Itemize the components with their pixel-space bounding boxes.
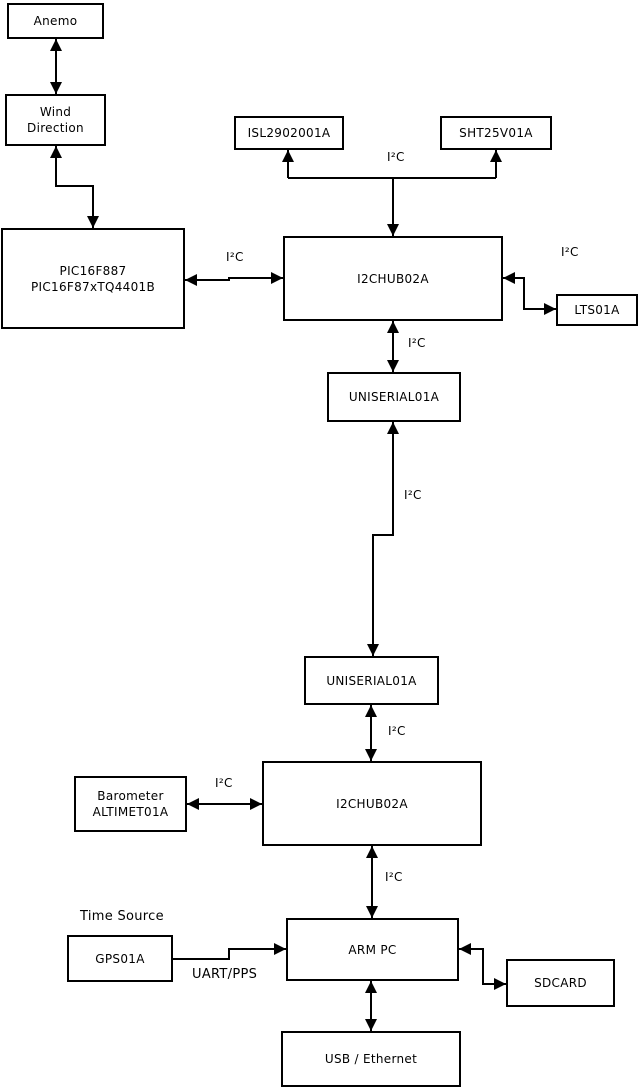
box-sdcard: SDCARD bbox=[506, 959, 615, 1007]
box-wind-direction-label-line1: Wind bbox=[39, 105, 72, 119]
box-anemo-label: Anemo bbox=[33, 14, 78, 28]
edge-label-i2c-hub2-armpc: I²C bbox=[385, 870, 403, 884]
box-pic16f887: PIC16F887 PIC16F87xTQ4401B bbox=[1, 228, 185, 329]
box-lts01a: LTS01A bbox=[556, 294, 638, 326]
box-wind-direction-label-line2: Direction bbox=[27, 121, 84, 135]
connector-hub1-lts bbox=[503, 272, 556, 315]
edge-label-time-source: Time Source bbox=[80, 909, 164, 924]
edge-label-i2c-hub1-lts: I²C bbox=[561, 245, 579, 259]
box-pic16f887-label-line1: PIC16F887 bbox=[59, 263, 127, 278]
box-arm-pc-label: ARM PC bbox=[348, 942, 397, 957]
box-isl2902001a-label: ISL2902001A bbox=[247, 126, 331, 140]
edge-label-i2c-uniserial2-hub2: I²C bbox=[388, 724, 406, 738]
box-barometer-label-line1: Barometer bbox=[97, 789, 164, 803]
box-anemo: Anemo bbox=[7, 3, 104, 39]
box-sht25v01a-label: SHT25V01A bbox=[459, 126, 533, 140]
edge-label-i2c-hub1-uniserial1: I²C bbox=[408, 336, 426, 350]
box-uniserial01a-2: UNISERIAL01A bbox=[304, 656, 439, 705]
box-i2chub02a-1: I2CHUB02A bbox=[283, 236, 503, 321]
connector-pic-hub1 bbox=[185, 272, 283, 286]
box-wind-direction: Wind Direction bbox=[5, 94, 106, 146]
box-gps01a-label: GPS01A bbox=[95, 951, 145, 966]
box-uniserial01a-1: UNISERIAL01A bbox=[327, 372, 461, 422]
connector-gps-armpc bbox=[173, 943, 286, 960]
connector-uniserial1-uniserial2 bbox=[367, 422, 399, 656]
box-usb-ethernet-label: USB / Ethernet bbox=[324, 1052, 418, 1066]
box-pic16f887-label-line2: PIC16F87xTQ4401B bbox=[30, 279, 156, 294]
edge-label-uart-pps: UART/PPS bbox=[192, 967, 258, 982]
box-uniserial01a-1-label: UNISERIAL01A bbox=[348, 390, 440, 404]
box-arm-pc: ARM PC bbox=[286, 918, 459, 981]
connector-armpc-sdcard bbox=[459, 943, 506, 990]
edge-label-i2c-isl-sht: I²C bbox=[387, 150, 405, 164]
box-uniserial01a-2-label: UNISERIAL01A bbox=[326, 673, 417, 688]
edge-label-i2c-pic-hub1: I²C bbox=[226, 250, 244, 264]
edge-label-i2c-uniserial1-uniserial2: I²C bbox=[404, 488, 422, 502]
box-i2chub02a-2: I2CHUB02A bbox=[262, 761, 482, 846]
box-lts01a-label: LTS01A bbox=[574, 303, 620, 317]
box-isl2902001a: ISL2902001A bbox=[234, 116, 344, 150]
connector-winddirection-pic bbox=[50, 146, 99, 228]
box-barometer-altimet01a: Barometer ALTIMET01A bbox=[74, 776, 187, 832]
box-usb-ethernet: USB / Ethernet bbox=[281, 1031, 461, 1087]
box-i2chub02a-2-label: I2CHUB02A bbox=[336, 796, 408, 811]
box-gps01a: GPS01A bbox=[67, 935, 173, 982]
edge-label-i2c-barometer-hub2: I²C bbox=[215, 776, 233, 790]
box-barometer-label-line2: ALTIMET01A bbox=[92, 805, 169, 819]
box-sdcard-label: SDCARD bbox=[534, 976, 587, 990]
box-sht25v01a: SHT25V01A bbox=[440, 116, 552, 150]
box-i2chub02a-1-label: I2CHUB02A bbox=[357, 271, 429, 286]
